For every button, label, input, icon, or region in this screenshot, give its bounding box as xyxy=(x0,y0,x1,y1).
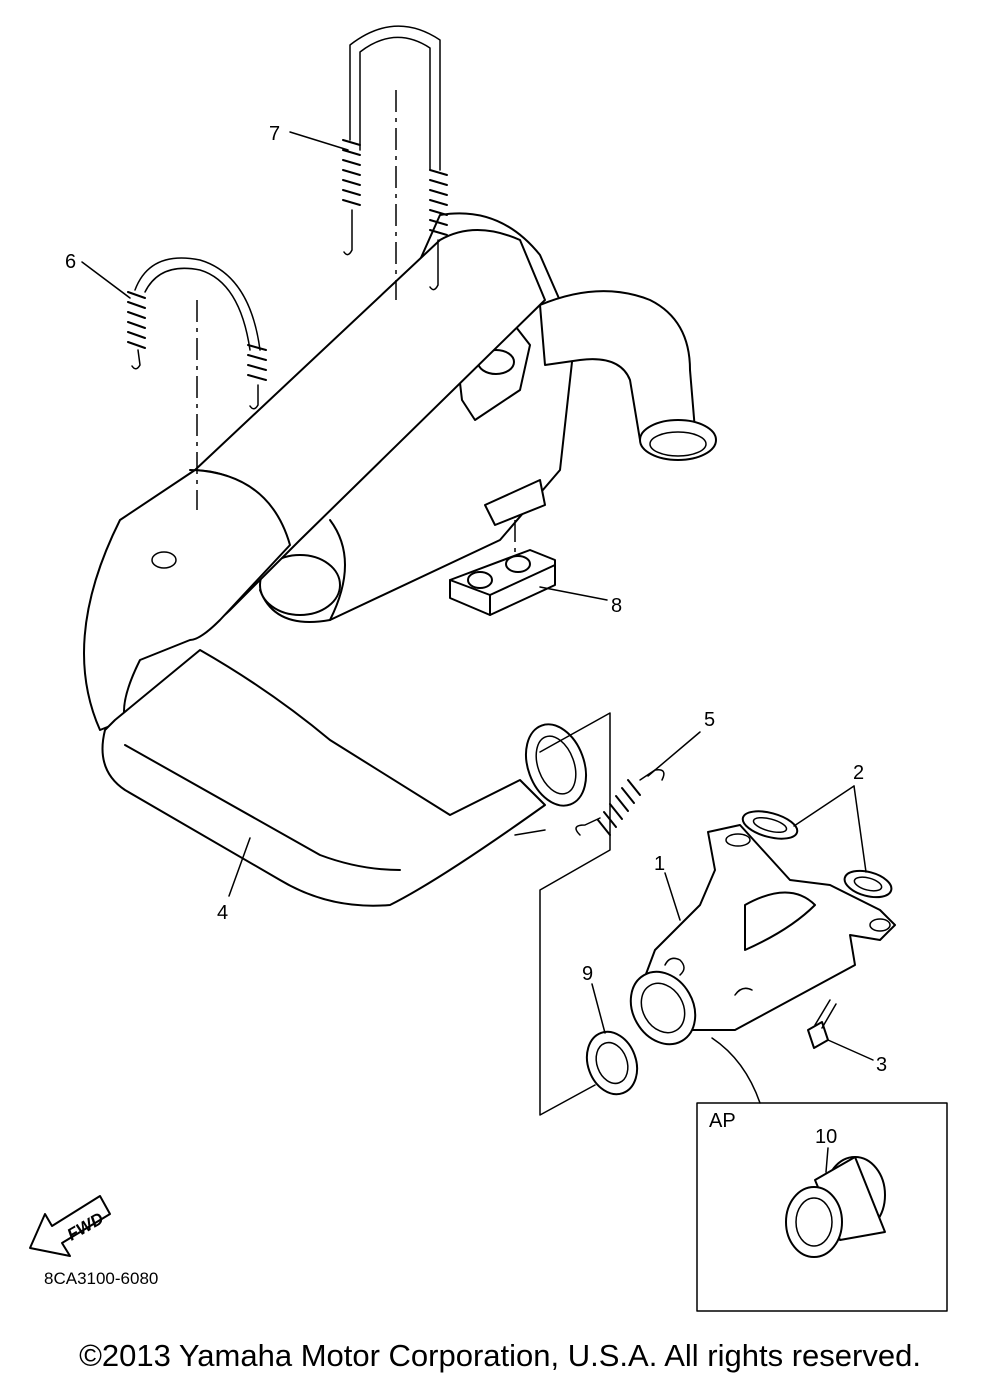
callout-10: 10 xyxy=(815,1126,837,1148)
callout-2: 2 xyxy=(853,762,864,784)
spring-7 xyxy=(342,25,448,300)
callout-9: 9 xyxy=(582,963,593,985)
callout-3: 3 xyxy=(876,1054,887,1076)
bolt-3 xyxy=(807,999,837,1049)
muffler-assembly xyxy=(83,212,717,907)
sleeve-9 xyxy=(585,1030,639,1096)
callout-6: 6 xyxy=(65,251,76,273)
copyright-notice: ©2013 Yamaha Motor Corporation, U.S.A. A… xyxy=(79,1338,921,1373)
callout-4: 4 xyxy=(217,902,228,924)
assembly-bracket xyxy=(539,712,611,1116)
inset-label-ap: AP xyxy=(709,1110,736,1132)
damper-8 xyxy=(449,520,556,616)
callout-1: 1 xyxy=(654,853,665,875)
spring-5 xyxy=(575,768,665,836)
callout-8: 8 xyxy=(611,595,622,617)
spring-6 xyxy=(127,257,267,510)
callout-5: 5 xyxy=(704,709,715,731)
gaskets-2 xyxy=(741,810,893,899)
forward-arrow-icon: FWD xyxy=(29,1195,111,1257)
callout-7: 7 xyxy=(269,123,280,145)
ap-inset xyxy=(696,1037,948,1312)
leader-lines xyxy=(81,131,874,1173)
drawing-number: 8CA3100-6080 xyxy=(44,1269,158,1288)
manifold-1 xyxy=(629,824,896,1046)
